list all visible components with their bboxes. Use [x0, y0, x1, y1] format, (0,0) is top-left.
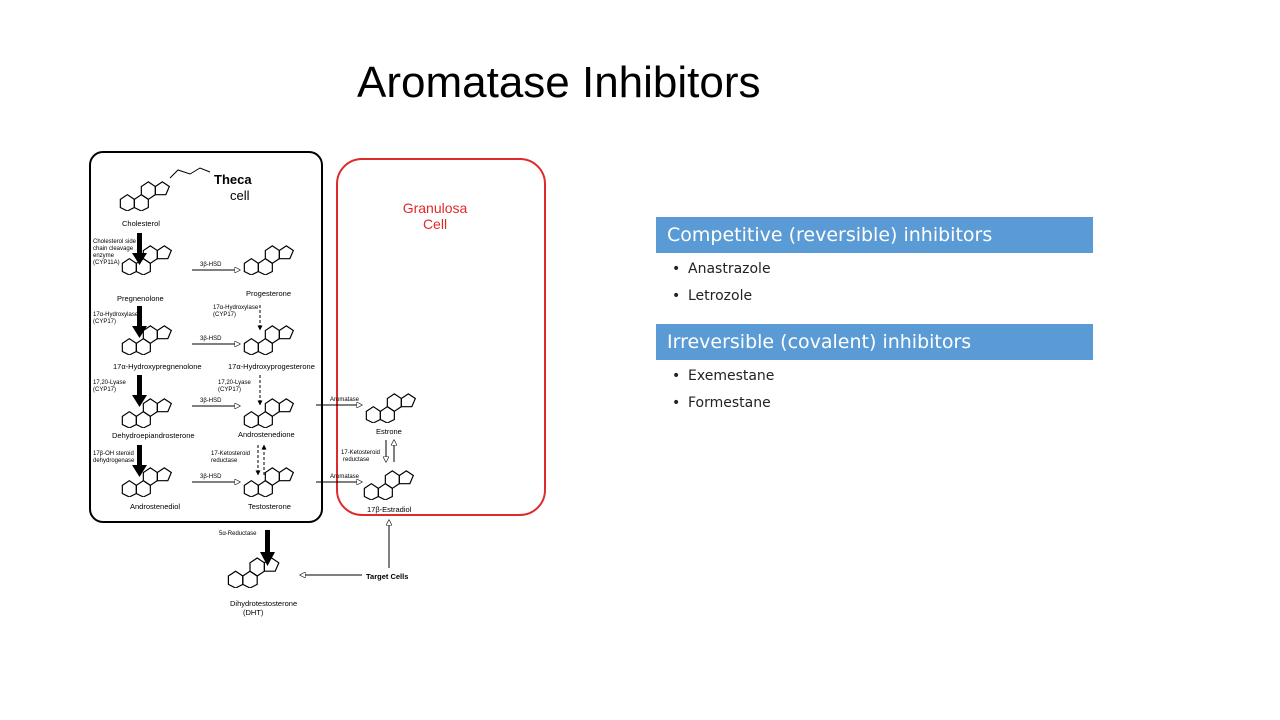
- lyase-left-label: 17,20-Lyase (CYP17): [93, 380, 126, 393]
- dht-structure: [227, 557, 280, 588]
- progesterone-structure: [243, 245, 294, 275]
- svg-text:17α-Hydroxylase: 17α-Hydroxylase: [93, 312, 139, 318]
- svg-text:chain cleavage: chain cleavage: [93, 246, 134, 252]
- svg-text:dehydrogenase: dehydrogenase: [93, 458, 135, 464]
- svg-text:reductase: reductase: [343, 457, 370, 463]
- granulosa-cell-label: Granulosa Cell: [402, 200, 468, 232]
- dhea-label: Dehydroepiandrosterone: [112, 431, 195, 440]
- granulosa-cell-box: [336, 158, 546, 516]
- slide-title: Aromatase Inhibitors: [357, 58, 761, 107]
- hsd-arrows: 3β-HSD 3β-HSD 3β-HSD 3β-HSD: [192, 262, 240, 482]
- svg-text:(CYP17): (CYP17): [218, 387, 241, 393]
- cholesterol-label: Cholesterol: [122, 219, 160, 228]
- svg-text:(CYP17): (CYP17): [93, 387, 116, 393]
- svg-text:3β-HSD: 3β-HSD: [200, 336, 222, 342]
- dehydrogenase-label: 17β-OH steroid dehydrogenase: [93, 451, 135, 464]
- dht-label: Dihydrotestosterone: [230, 599, 297, 608]
- androstenedione-label: Androstenedione: [238, 430, 295, 439]
- dht-abbr-label: (DHT): [243, 608, 264, 617]
- dashed-arrows: [255, 305, 267, 476]
- list-item: Letrozole: [672, 283, 771, 310]
- testosterone-structure: [243, 467, 294, 497]
- svg-text:Aromatase: Aromatase: [330, 397, 360, 403]
- svg-text:(CYP11A): (CYP11A): [93, 260, 120, 266]
- theca-cell-label: Theca cell: [214, 172, 252, 203]
- svg-text:17,20-Lyase: 17,20-Lyase: [218, 380, 251, 386]
- estradiol-structure: [363, 470, 414, 500]
- svg-text:3β-HSD: 3β-HSD: [200, 398, 222, 404]
- aromatase-arrows: Aromatase Aromatase: [316, 397, 362, 482]
- hydroxyprogesterone-label: 17α-Hydroxyprogesterone: [228, 362, 315, 371]
- cholesterol-structure: [119, 167, 211, 211]
- androstenediol-structure: [121, 467, 172, 497]
- irreversible-inhibitors-heading: Irreversible (covalent) inhibitors: [656, 324, 1093, 360]
- dhea-structure: [121, 398, 172, 428]
- testosterone-label: Testosterone: [248, 502, 291, 511]
- hydroxypregnenolone-label: 17α-Hydroxypregnenolone: [113, 362, 202, 371]
- competitive-inhibitors-heading: Competitive (reversible) inhibitors: [656, 217, 1093, 253]
- hydroxylase-right-label: 17α-Hydroxylase (CYP17): [213, 305, 259, 318]
- androstenedione-structure: [243, 398, 294, 428]
- progesterone-label: Progesterone: [246, 289, 291, 298]
- svg-text:Aromatase: Aromatase: [330, 474, 360, 480]
- theca-cell-box: [89, 151, 323, 523]
- svg-text:3β-HSD: 3β-HSD: [200, 262, 222, 268]
- target-cells-label: Target Cells: [366, 572, 408, 581]
- ketosteroid-left-label: 17-Ketosteroid reductase: [211, 451, 250, 464]
- scc-enzyme-label: Cholesterol side chain cleavage enzyme (…: [93, 239, 137, 266]
- svg-text:reductase: reductase: [211, 458, 238, 464]
- hydroxyprogesterone-structure: [243, 325, 294, 355]
- list-item: Anastrazole: [672, 256, 771, 283]
- lyase-right-label: 17,20-Lyase (CYP17): [218, 380, 251, 393]
- svg-text:17α-Hydroxylase: 17α-Hydroxylase: [213, 305, 259, 311]
- svg-text:(CYP17): (CYP17): [93, 319, 116, 325]
- estrone-structure: [365, 393, 416, 423]
- svg-text:enzyme: enzyme: [93, 253, 115, 259]
- svg-text:17-Ketosteroid: 17-Ketosteroid: [341, 450, 380, 456]
- competitive-inhibitors-list: Anastrazole Letrozole: [672, 256, 771, 310]
- reductase-label: 5α-Reductase: [219, 531, 257, 537]
- irreversible-inhibitors-list: Exemestane Formestane: [672, 363, 774, 417]
- svg-text:17,20-Lyase: 17,20-Lyase: [93, 380, 126, 386]
- svg-text:(CYP17): (CYP17): [213, 312, 236, 318]
- hydroxypregnenolone-structure: [121, 325, 172, 355]
- estradiol-label: 17β-Estradiol: [367, 505, 412, 514]
- estrone-label: Estrone: [376, 427, 402, 436]
- estrone-estradiol-arrows: 17-Ketosteroid reductase: [341, 440, 394, 463]
- androstenediol-label: Androstenediol: [130, 502, 180, 511]
- list-item: Exemestane: [672, 363, 774, 390]
- list-item: Formestane: [672, 390, 774, 417]
- svg-text:3β-HSD: 3β-HSD: [200, 474, 222, 480]
- hydroxylase-left-label: 17α-Hydroxylase (CYP17): [93, 312, 139, 325]
- svg-text:Cholesterol side: Cholesterol side: [93, 239, 137, 245]
- svg-text:17β-OH steroid: 17β-OH steroid: [93, 451, 134, 457]
- pregnenolone-label: Pregnenolone: [117, 294, 164, 303]
- svg-text:17-Ketosteroid: 17-Ketosteroid: [211, 451, 250, 457]
